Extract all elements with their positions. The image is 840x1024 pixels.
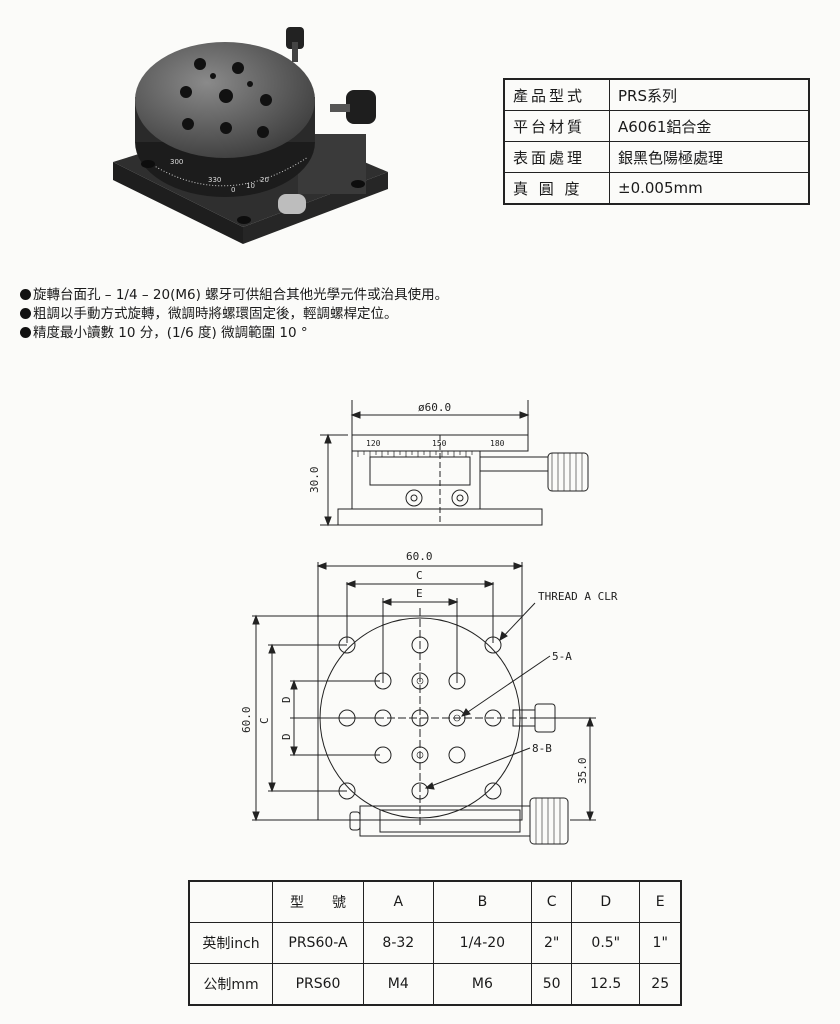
- scale-label: 330: [208, 176, 221, 184]
- scale-tick-label: 180: [490, 439, 505, 448]
- diameter-label: ø60.0: [418, 401, 451, 414]
- spec-row: 真 圓 度 ±0.005mm: [503, 172, 810, 205]
- bullet-icon: [20, 289, 31, 300]
- scale-tick-label: 120: [366, 439, 381, 448]
- bullet-icon: [20, 327, 31, 338]
- scale-label: 10: [246, 182, 255, 190]
- spec-key: 真 圓 度: [503, 172, 610, 205]
- table-cell: M6: [432, 963, 533, 1006]
- table-cell: 公制mm: [188, 963, 273, 1006]
- side-view-drawing: ø60.0 120 150 180 30.0: [308, 400, 589, 527]
- table-header-row: 型 號 A B C D E: [188, 880, 682, 923]
- callout-8b: 8-B: [532, 742, 552, 755]
- dim-c-vertical-label: C: [258, 717, 271, 724]
- spec-value: A6061鋁合金: [609, 110, 810, 142]
- dim-e-label: E: [416, 587, 423, 600]
- feature-text: 精度最小讀數 10 分，(1/6 度) 微調範圍 10 °: [33, 325, 308, 341]
- table-cell: PRS60-A: [272, 922, 364, 964]
- spec-table: 產品型式 PRS系列 平台材質 A6061鋁合金 表面處理 銀黑色陽極處理 真 …: [503, 78, 810, 205]
- thread-callout: THREAD A CLR: [538, 590, 618, 603]
- spec-key: 平台材質: [503, 110, 610, 142]
- spec-key: 表面處理: [503, 141, 610, 173]
- model-table: 型 號 A B C D E 英制inch PRS60-A 8-32 1/4-20…: [188, 880, 682, 1006]
- feature-list: 旋轉台面孔 – 1/4 – 20(M6) 螺牙可供組合其他光學元件或治具使用。 …: [20, 286, 448, 343]
- header-cell: C: [531, 880, 573, 923]
- spec-key: 產品型式: [503, 78, 610, 111]
- table-cell: 英制inch: [188, 922, 273, 964]
- table-row: 英制inch PRS60-A 8-32 1/4-20 2" 0.5" 1": [188, 922, 682, 964]
- table-cell: 8-32: [363, 922, 434, 964]
- dim-d-label: D: [280, 696, 293, 703]
- callout-5a: 5-A: [552, 650, 572, 663]
- product-photo: 300 330 0 10 20: [113, 27, 388, 244]
- feature-item: 旋轉台面孔 – 1/4 – 20(M6) 螺牙可供組合其他光學元件或治具使用。: [20, 286, 448, 305]
- table-cell: 1": [639, 922, 682, 964]
- table-cell: 12.5: [571, 963, 641, 1006]
- bullet-icon: [20, 308, 31, 319]
- scale-tick-label: 150: [432, 439, 447, 448]
- table-cell: 50: [531, 963, 573, 1006]
- spec-value: ±0.005mm: [609, 172, 810, 205]
- table-cell: M4: [363, 963, 434, 1006]
- header-cell: A: [363, 880, 434, 923]
- header-cell: B: [432, 880, 533, 923]
- feature-item: 精度最小讀數 10 分，(1/6 度) 微調範圍 10 °: [20, 324, 448, 343]
- table-cell: 1/4-20: [432, 922, 533, 964]
- feature-text: 粗調以手動方式旋轉，微調時將螺環固定後，輕調螺桿定位。: [33, 306, 398, 322]
- table-cell: 2": [531, 922, 573, 964]
- spec-value: PRS系列: [609, 78, 810, 111]
- dim-35-label: 35.0: [576, 758, 589, 785]
- height-label: 60.0: [240, 707, 253, 734]
- table-row: 公制mm PRS60 M4 M6 50 12.5 25: [188, 963, 682, 1006]
- feature-text: 旋轉台面孔 – 1/4 – 20(M6) 螺牙可供組合其他光學元件或治具使用。: [33, 287, 449, 303]
- table-cell: PRS60: [272, 963, 364, 1006]
- width-label: 60.0: [406, 550, 433, 563]
- feature-item: 粗調以手動方式旋轉，微調時將螺環固定後，輕調螺桿定位。: [20, 305, 448, 324]
- header-cell: E: [639, 880, 682, 923]
- table-cell: 0.5": [571, 922, 641, 964]
- dim-c-label: C: [416, 569, 423, 582]
- spec-row: 產品型式 PRS系列: [503, 78, 810, 111]
- scale-label: 0: [231, 186, 235, 194]
- scale-label: 20: [260, 176, 269, 184]
- top-view-drawing: 60.0 C E THREAD A CLR 5-A 8-B 60.0 C D D…: [240, 550, 618, 845]
- table-cell: 25: [639, 963, 682, 1006]
- header-cell: 型 號: [272, 880, 364, 923]
- spec-row: 表面處理 銀黑色陽極處理: [503, 141, 810, 173]
- scale-label: 300: [170, 158, 183, 166]
- header-cell: [188, 880, 273, 923]
- spec-row: 平台材質 A6061鋁合金: [503, 110, 810, 142]
- height-label: 30.0: [308, 467, 321, 494]
- spec-value: 銀黑色陽極處理: [609, 141, 810, 173]
- header-cell: D: [571, 880, 641, 923]
- dim-d-label: D: [280, 733, 293, 740]
